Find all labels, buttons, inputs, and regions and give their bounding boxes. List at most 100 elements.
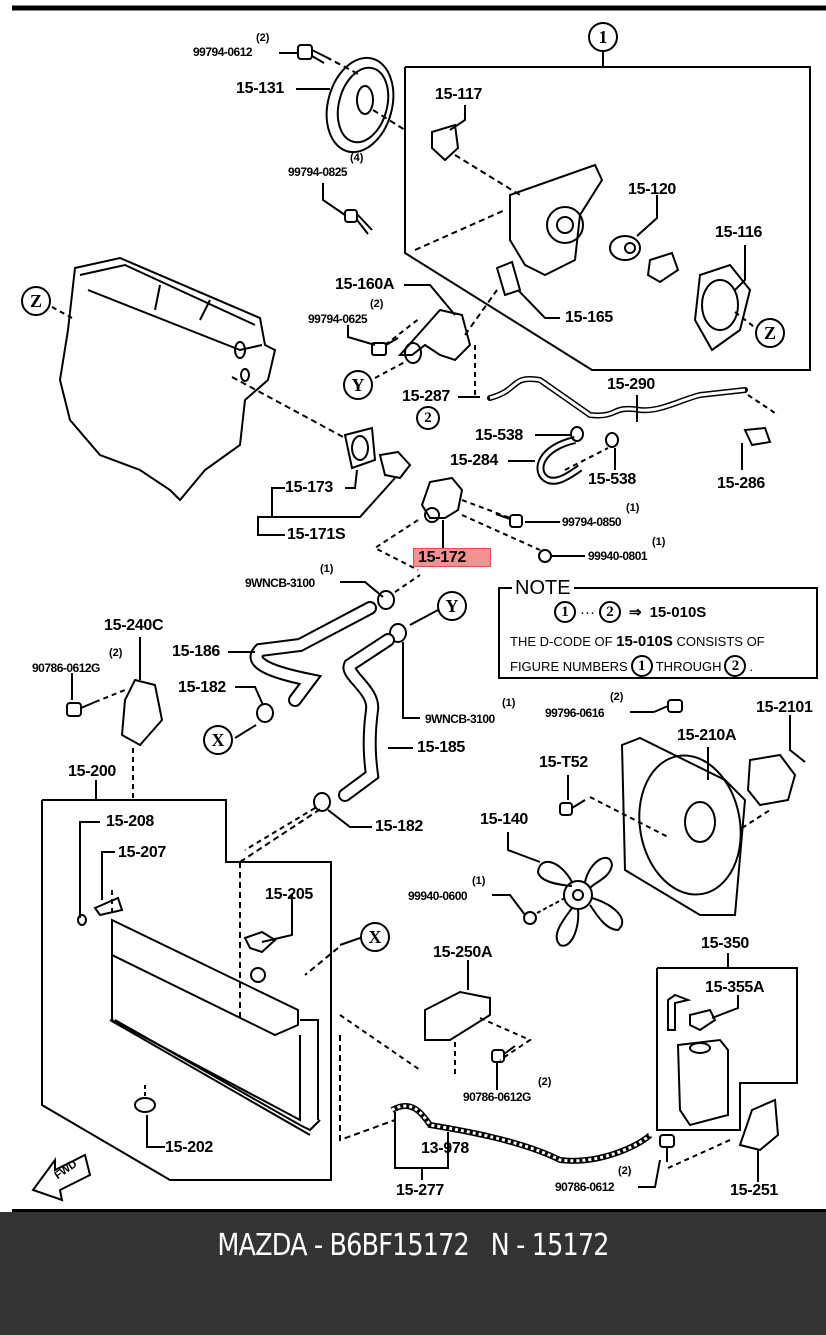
ref-z-top: Z [755,318,785,348]
part-label-90786-0612G: 90786-0612G [463,1090,531,1104]
leader-15-207 [101,851,115,900]
qty-label: (2) [370,298,384,310]
leader-9WNCB-3100b [402,642,420,719]
part-label-99940-0801: 99940-0801 [588,549,648,563]
clamp-icon [605,432,619,448]
part-label-15-131: 15-131 [236,80,285,97]
part-label-15-182: 15-182 [178,679,227,696]
water-pump-icon [509,163,604,277]
bolt-icon [297,44,327,64]
part-label-15-208: 15-208 [106,813,155,830]
parts-diagram: 1 Z Z Y 2 Y X X (2) 99794-0612 15-131 (4… [12,5,826,1202]
note-circle-1: 1 [630,655,653,677]
part-label-99940-0600: 99940-0600 [408,889,468,903]
part-label-15-165: 15-165 [565,309,614,326]
note-text: CONSISTS OF [672,634,765,649]
dash [325,56,361,76]
mount-rubber-icon [134,1097,156,1113]
engine-block-icon [58,256,277,502]
note-text: FIGURE NUMBERS [510,658,628,674]
part-label-15-T52: 15-T52 [539,754,588,771]
part-label-15-205: 15-205 [265,886,314,903]
note-circle-1: 1 [554,601,576,623]
leader-99940-0600 [492,894,526,916]
bolt-icon [491,1045,516,1063]
part-label-15-538: 15-538 [475,427,524,444]
part-label-15-250A: 15-250A [433,944,493,961]
clamp-icon [389,623,407,643]
filler-neck [250,967,266,983]
part-label-15-286: 15-286 [717,475,766,492]
leader-9WNCB-3100a [340,581,384,598]
footer-divider [12,1209,826,1213]
part-label-15-240C: 15-240C [104,617,164,634]
group1-box [404,66,811,371]
part-label-15-171S: 15-171S [287,526,346,543]
qty-label: (2) [610,691,624,703]
note-arrow: ⇒ [629,604,642,621]
part-label-15-117: 15-117 [435,86,483,103]
footer-bar: MAZDA - B6BF15172 N - 15172 [0,1212,826,1335]
qty-label: (1) [626,502,640,514]
reservoir-tank-icon [676,1038,729,1127]
leader-90786-0612 [638,1159,661,1188]
highlight-15-172 [413,548,491,567]
thermostat-housing-icon [397,308,472,362]
bolt-icon [559,799,586,816]
leader-15-182b [327,809,372,828]
part-label-15-186: 15-186 [172,643,221,660]
leader-15-160A [404,284,456,316]
note-text: THE D-CODE OF [510,634,617,649]
part-label-15-207: 15-207 [118,844,167,861]
note-code: 15-010S [649,603,707,621]
fan-shroud-icon [620,736,747,916]
leader-99794-0625 [347,325,376,346]
bracket-15-251-icon [738,1098,780,1152]
part-label-15-185: 15-185 [417,739,466,756]
part-label-15-210A: 15-210A [677,727,737,744]
qty-label: (2) [538,1076,552,1088]
ref-y-upper: Y [343,370,373,400]
part-label-15-2101: 15-2101 [756,699,813,716]
bracket-15-250A-icon [424,990,491,1041]
leader-x-left [234,724,257,739]
note-text: THROUGH [655,658,722,674]
leader-y-lower [409,609,439,626]
part-label-15-290: 15-290 [607,376,656,393]
clamp-icon [570,426,584,442]
pump-bracket-icon [431,123,460,162]
part-label-15-350: 15-350 [701,935,750,952]
dash [372,109,406,131]
impeller-icon [646,251,680,284]
reservoir-cap-icon [689,1008,717,1032]
part-label-15-116: 15-116 [715,224,763,241]
part-label-15-172[interactable]: 15-172 [418,549,467,566]
note-range-row: 1 ··· 2 ⇒ 15-010S [554,601,706,623]
group-15-350-box [656,967,798,1131]
part-label-15-160A: 15-160A [335,276,395,293]
diagram-drawing [12,5,826,1202]
fwd-arrow-icon [31,1153,92,1202]
leader-99794-0825 [322,183,346,216]
figure-ref-1: 1 [588,22,618,52]
leader-x-right [339,937,361,946]
seal-icon [609,235,641,261]
outlet-15-172-icon [420,476,464,519]
bolt-icon [371,337,399,356]
part-label-90786-0612G: 90786-0612G [32,661,100,675]
ref-x-left: X [203,725,233,755]
qty-label: (2) [109,647,123,659]
qty-label: (2) [618,1165,632,1177]
part-number-caption: MAZDA - B6BF15172 N - 15172 [217,1228,609,1263]
part-label-90786-0612: 90786-0612 [555,1180,615,1194]
note-circle-2: 2 [599,601,621,623]
part-label-15-200: 15-200 [68,763,117,780]
group-15-200-box [41,799,332,1181]
note-text: . [749,658,754,674]
clamp-icon [256,703,274,723]
part-label-15-284: 15-284 [450,452,499,469]
part-label-15-538: 15-538 [588,471,637,488]
ref-z-left: Z [21,286,51,316]
note-line-3: FIGURE NUMBERS 1 THROUGH 2 . [510,655,753,677]
clamp-icon [313,792,331,812]
